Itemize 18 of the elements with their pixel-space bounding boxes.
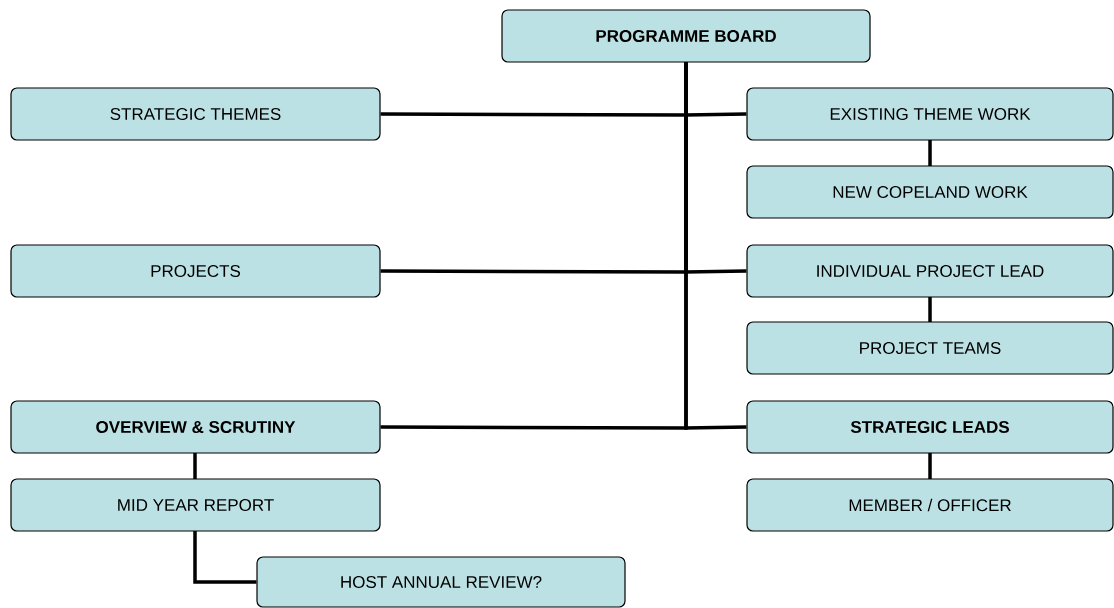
process-box: STRATEGIC LEADS xyxy=(746,400,1114,454)
process-box: EXISTING THEME WORK xyxy=(746,87,1114,141)
process-box: MEMBER / OFFICER xyxy=(746,478,1114,532)
connector-line xyxy=(928,297,932,322)
connector-line xyxy=(684,62,747,430)
connector-line xyxy=(193,531,257,584)
process-box: PROJECT TEAMS xyxy=(746,321,1114,375)
process-box: MID YEAR REPORT xyxy=(10,478,381,532)
process-box: STRATEGIC THEMES xyxy=(10,87,381,141)
process-box: OVERVIEW & SCRUTINY xyxy=(10,400,381,454)
process-box: NEW COPELAND WORK xyxy=(746,165,1114,219)
connector-line xyxy=(193,453,197,479)
process-box: PROGRAMME BOARD xyxy=(501,9,871,63)
connector-line xyxy=(928,140,932,166)
process-box: HOST ANNUAL REVIEW? xyxy=(256,556,626,608)
process-box: INDIVIDUAL PROJECT LEAD xyxy=(746,244,1114,298)
process-box: PROJECTS xyxy=(10,244,381,298)
connector-line xyxy=(928,453,932,479)
